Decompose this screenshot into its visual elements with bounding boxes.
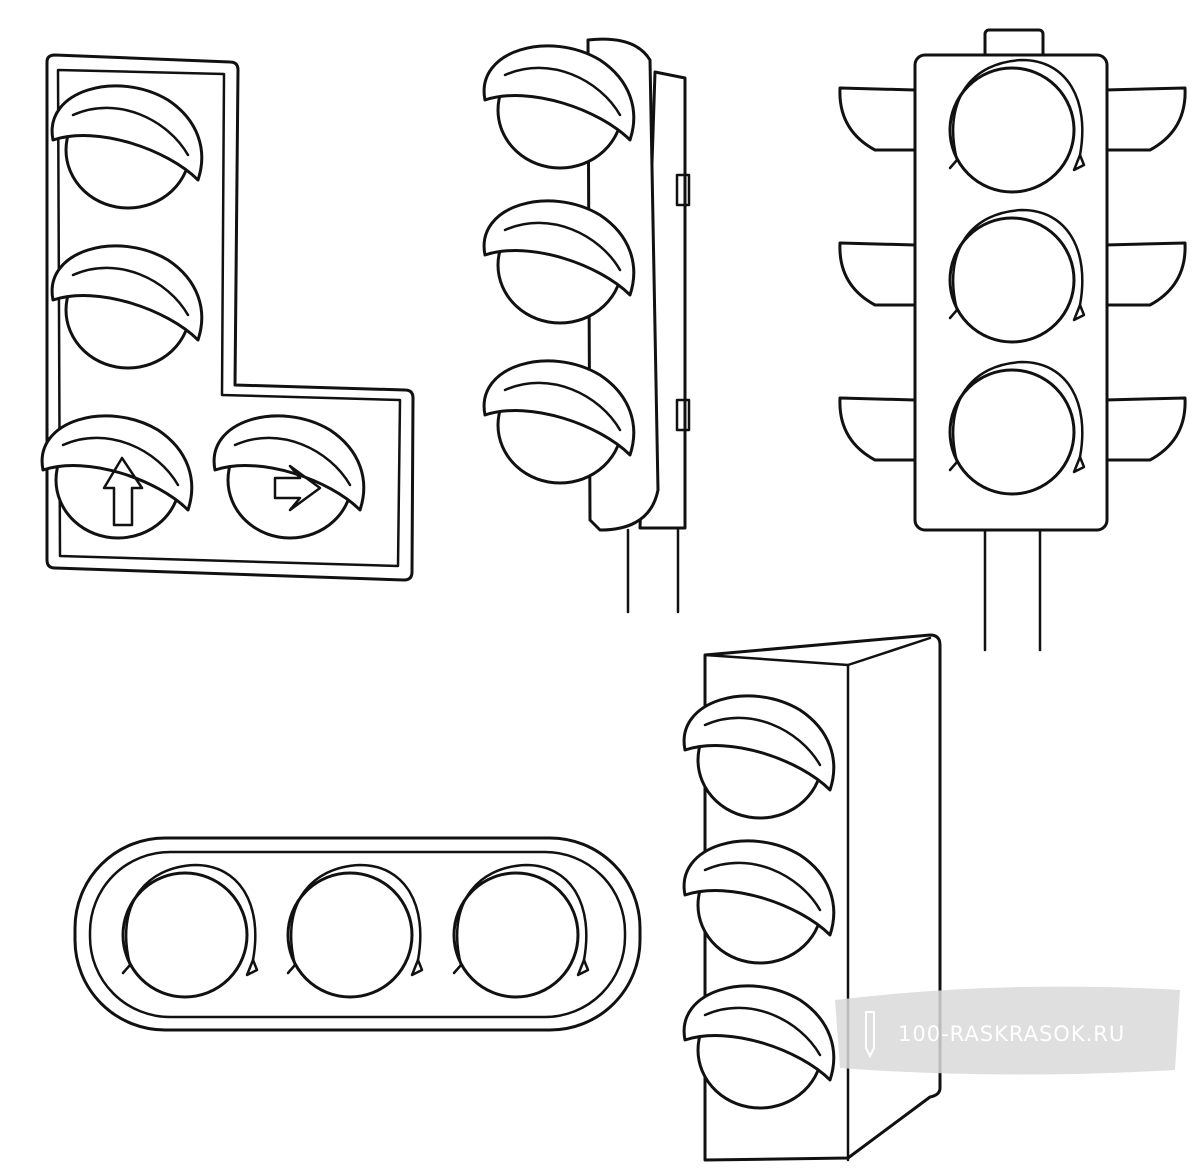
- l-shaped-traffic-light: [40, 53, 415, 582]
- side-traffic-light: [482, 37, 691, 614]
- arrow-up-icon: [102, 456, 144, 527]
- watermark: [835, 986, 1180, 1075]
- arrow-right-icon: [273, 464, 322, 512]
- horizontal-traffic-light: [73, 836, 642, 1032]
- watermark-text: 100-RASKRASOK.RU: [898, 1022, 1126, 1046]
- front-traffic-light: [838, 28, 1187, 652]
- pencil-icon: [865, 1011, 875, 1059]
- box-traffic-light: [682, 633, 942, 1162]
